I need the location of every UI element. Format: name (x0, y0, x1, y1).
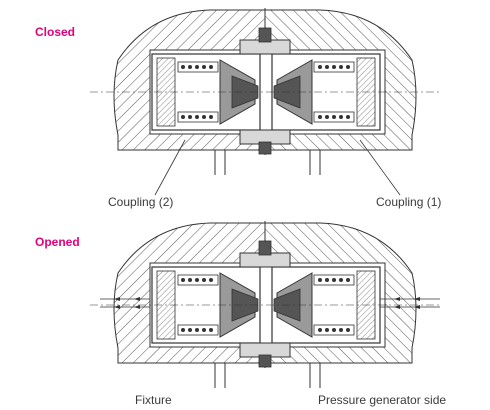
pressure-generator-side-label: Pressure generator side (318, 393, 447, 407)
fixture-label: Fixture (135, 393, 172, 407)
opened-assembly (89, 220, 441, 389)
closed-state-label: Closed (35, 25, 76, 39)
opened-state-label: Opened (35, 235, 80, 249)
leader-coupling-1 (359, 139, 401, 196)
closed-assembly (89, 7, 441, 176)
coupling-2-label: Coupling (2) (108, 195, 174, 209)
coupling-1-label: Coupling (1) (376, 195, 442, 209)
leader-coupling-2 (154, 139, 186, 196)
